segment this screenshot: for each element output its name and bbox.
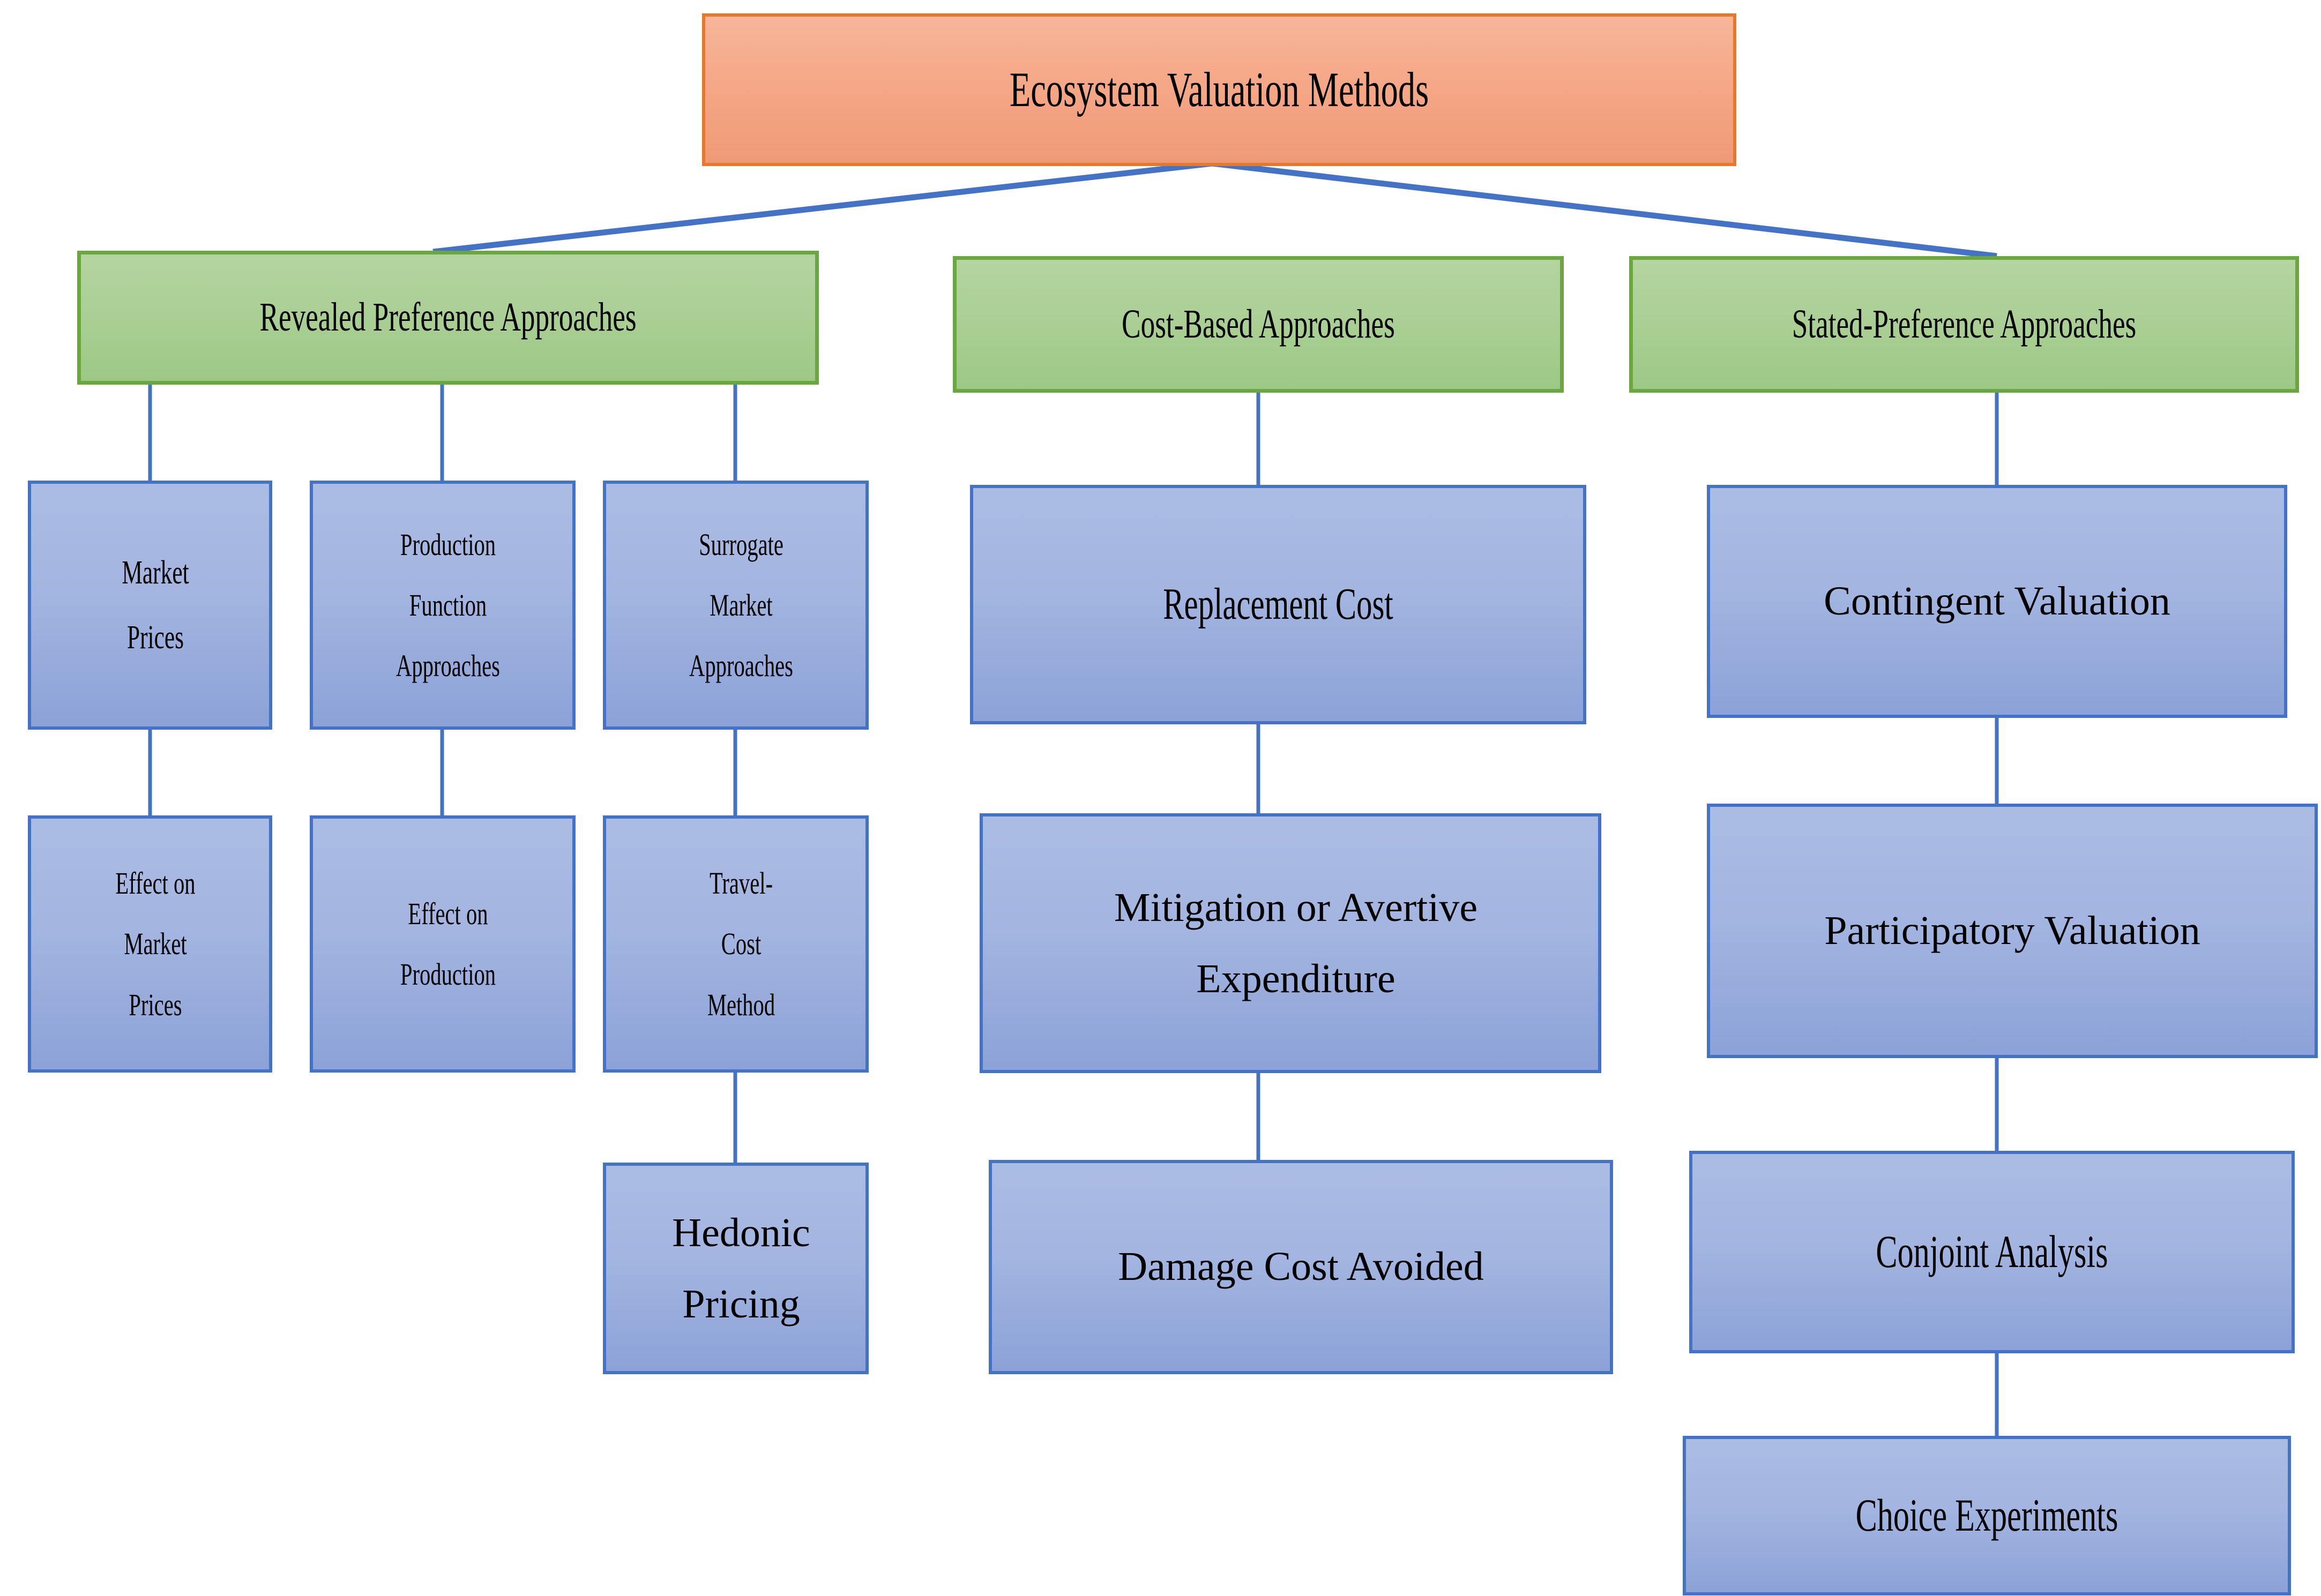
node-effect-on-market-prices[interactable]: Effect on Market Prices bbox=[28, 815, 272, 1073]
node-label-market-prices-line1: Market bbox=[122, 554, 189, 591]
node-surrogate-market-approaches[interactable]: Surrogate Market Approaches bbox=[603, 481, 869, 730]
node-choice-experiments[interactable]: Choice Experiments bbox=[1683, 1436, 2291, 1595]
node-stated-preference-approaches[interactable]: Stated-Preference Approaches bbox=[1629, 256, 2299, 393]
node-label-effect-production-line2: Production bbox=[400, 957, 496, 992]
node-label-root: Ecosystem Valuation Methods bbox=[1009, 62, 1429, 117]
node-label-surrogate-line1: Surrogate bbox=[699, 527, 783, 562]
node-revealed-preference-approaches[interactable]: Revealed Preference Approaches bbox=[77, 251, 819, 385]
node-mitigation-or-avertive-expenditure[interactable]: Mitigation or Avertive Expenditure bbox=[980, 813, 1601, 1073]
node-label-stated-preference: Stated-Preference Approaches bbox=[1792, 301, 2137, 347]
node-label-conjoint-analysis: Conjoint Analysis bbox=[1876, 1226, 2108, 1278]
node-label-market-prices-line2: Prices bbox=[126, 619, 184, 656]
node-label-hedonic-line2: Pricing bbox=[682, 1281, 800, 1327]
node-label-travel-cost-line2: Cost bbox=[721, 926, 762, 962]
node-label-mitigation-line2: Expenditure bbox=[1196, 956, 1395, 1001]
node-label-effect-market-line2: Market bbox=[124, 926, 187, 962]
node-label-choice-experiments: Choice Experiments bbox=[1855, 1489, 2118, 1541]
node-contingent-valuation[interactable]: Contingent Valuation bbox=[1707, 485, 2287, 718]
node-conjoint-analysis[interactable]: Conjoint Analysis bbox=[1689, 1151, 2295, 1353]
node-label-effect-production-line1: Effect on bbox=[408, 896, 488, 931]
node-hedonic-pricing[interactable]: Hedonic Pricing bbox=[603, 1163, 869, 1374]
node-label-effect-market-line3: Prices bbox=[129, 987, 182, 1022]
node-label-travel-cost-line1: Travel- bbox=[709, 866, 773, 901]
node-label-replacement-cost: Replacement Cost bbox=[1163, 579, 1393, 630]
node-market-prices[interactable]: Market Prices bbox=[28, 481, 272, 730]
node-ecosystem-valuation-methods[interactable]: Ecosystem Valuation Methods bbox=[702, 13, 1736, 166]
node-label-travel-cost-line3: Method bbox=[707, 987, 775, 1022]
node-label-damage-cost-avoided: Damage Cost Avoided bbox=[1118, 1244, 1484, 1290]
node-label-participatory-valuation: Participatory Valuation bbox=[1824, 908, 2200, 953]
node-label-contingent-valuation: Contingent Valuation bbox=[1824, 578, 2170, 624]
node-label-cost-based: Cost-Based Approaches bbox=[1122, 301, 1395, 347]
node-label-surrogate-line2: Market bbox=[710, 587, 773, 623]
connector-root-to-revealed bbox=[432, 160, 1213, 255]
node-travel-cost-method[interactable]: Travel- Cost Method bbox=[603, 815, 869, 1073]
node-label-effect-market-line1: Effect on bbox=[115, 866, 196, 901]
node-label-hedonic-line1: Hedonic bbox=[672, 1210, 810, 1255]
node-damage-cost-avoided[interactable]: Damage Cost Avoided bbox=[989, 1160, 1613, 1374]
node-label-production-line2: Function bbox=[409, 587, 487, 623]
node-replacement-cost[interactable]: Replacement Cost bbox=[970, 485, 1586, 724]
node-cost-based-approaches[interactable]: Cost-Based Approaches bbox=[953, 256, 1564, 393]
node-label-production-line1: Production bbox=[400, 527, 496, 562]
node-participatory-valuation[interactable]: Participatory Valuation bbox=[1707, 804, 2318, 1058]
node-label-production-line3: Approaches bbox=[396, 648, 500, 684]
node-label-mitigation-line1: Mitigation or Avertive bbox=[1114, 885, 1478, 930]
node-effect-on-production[interactable]: Effect on Production bbox=[310, 815, 576, 1073]
node-label-surrogate-line3: Approaches bbox=[689, 648, 793, 684]
node-label-revealed-preference: Revealed Preference Approaches bbox=[259, 295, 637, 340]
node-production-function-approaches[interactable]: Production Function Approaches bbox=[310, 481, 576, 730]
connector-root-to-stated bbox=[1212, 160, 1997, 259]
